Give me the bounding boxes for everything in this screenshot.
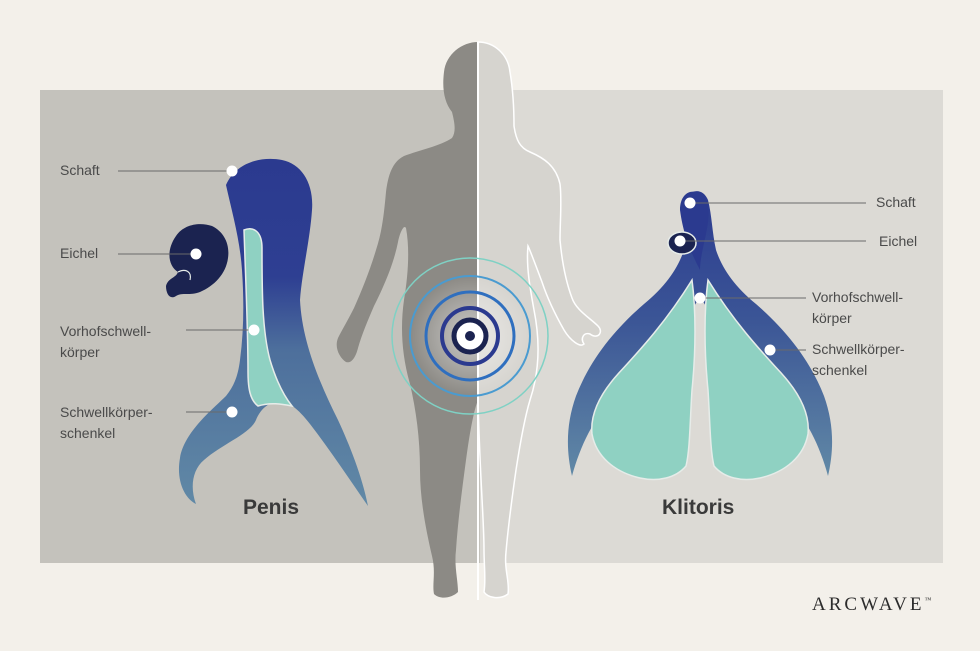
penis-leader-lines — [118, 170, 254, 413]
penis-label-crura-line2: schenkel — [60, 425, 116, 441]
clitoris-dots — [674, 197, 776, 356]
penis-glans-outline — [177, 269, 191, 281]
target-ring-4 — [409, 275, 531, 397]
penis-shaft — [178, 158, 368, 506]
clitoris-label-bulb-line1: Vorhofschwell- — [812, 289, 904, 305]
clitoris-label-glans: Eichel — [879, 233, 918, 249]
clitoris-label-crura-line1: Schwellkörper- — [812, 341, 905, 357]
female-body-silhouette — [477, 41, 602, 599]
penis-illustration — [166, 158, 368, 506]
penis-label-bulb-line1: Vorhofschwell- — [60, 323, 152, 339]
target-center — [465, 331, 475, 341]
target-ring-3 — [424, 290, 516, 382]
target-ring-outer — [391, 257, 549, 415]
penis-dots — [190, 165, 260, 418]
clitoris-label-crura-line2: schenkel — [812, 362, 868, 378]
clitoris-illustration — [567, 191, 833, 481]
clitoris-label-bulb-line2: körper — [812, 310, 852, 326]
penis-label-shaft: Schaft — [60, 162, 100, 178]
male-body-silhouette — [336, 42, 478, 598]
penis-label-bulb-line2: körper — [60, 344, 100, 360]
penis-label-crura-line1: Schwellkörper- — [60, 404, 153, 420]
penis-bulb — [243, 228, 294, 408]
penis-glans — [166, 224, 229, 298]
clitoris-title: Klitoris — [662, 496, 735, 519]
brand-logo: ARCWAVE™ — [812, 594, 931, 616]
clitoris-leader-lines — [680, 202, 866, 351]
clitoris-shaft — [680, 191, 709, 270]
target-ring-2 — [440, 306, 500, 366]
clitoris-bulb-right — [704, 277, 809, 481]
clitoris-bulb-left — [591, 277, 696, 481]
brand-name: ARCWAVE — [812, 594, 925, 615]
penis-title: Penis — [243, 496, 300, 519]
penis-label-glans: Eichel — [60, 245, 99, 261]
brand-trademark: ™ — [924, 596, 932, 604]
clitoris-label-shaft: Schaft — [876, 194, 916, 210]
